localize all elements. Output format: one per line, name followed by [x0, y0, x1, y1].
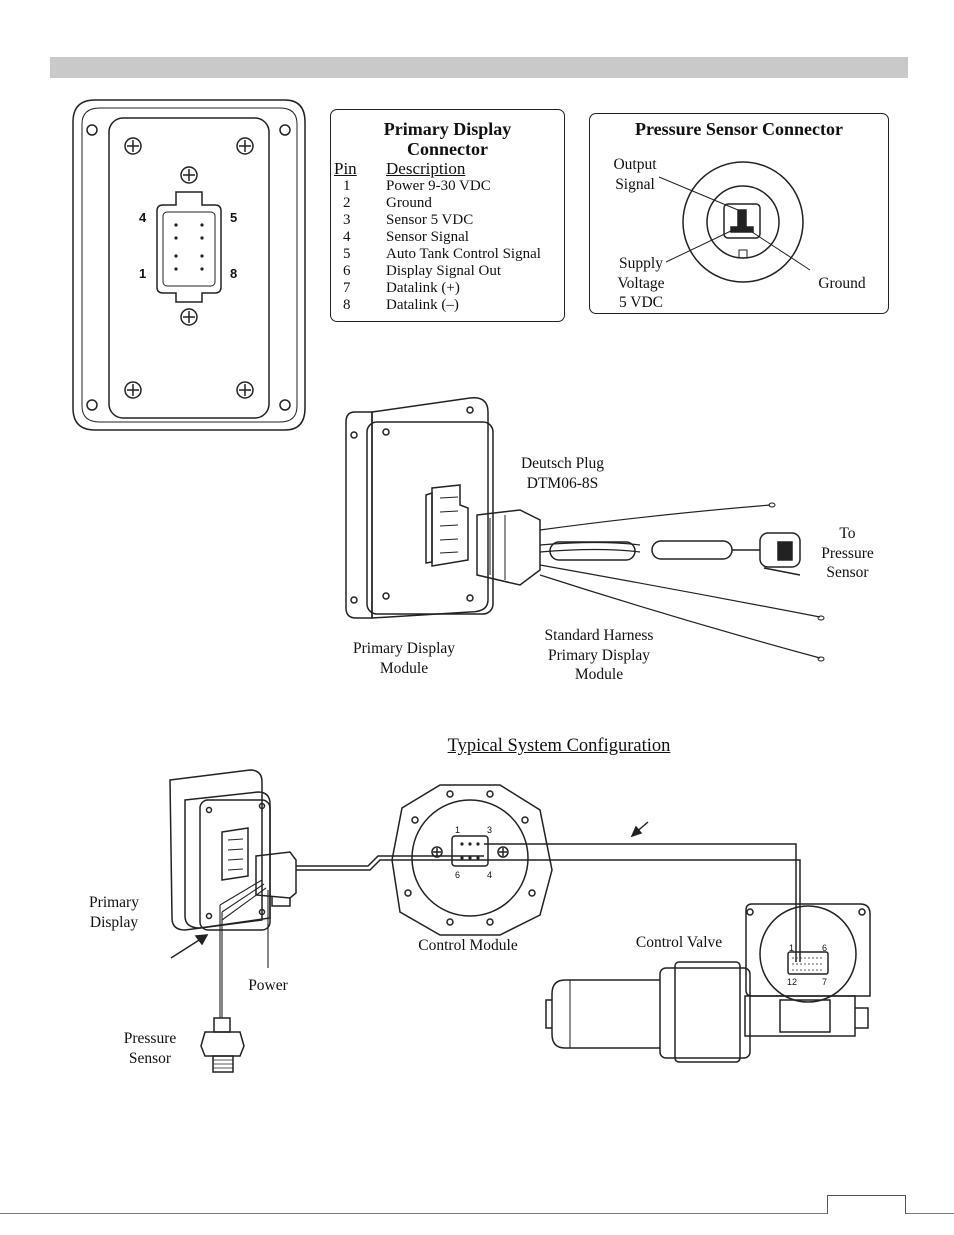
header-bar: [50, 57, 908, 78]
primary-display-module-label: Primary Display Module: [352, 640, 456, 677]
display-module-harness-illustration: [345, 397, 825, 662]
cv-pin-1: 1: [789, 943, 795, 953]
pin-number: 1: [343, 178, 351, 194]
pin-description: Display Signal Out: [386, 263, 501, 279]
pin-description: Datalink (–): [386, 297, 459, 313]
cv-pin-6: 6: [822, 943, 828, 953]
pressure-sensor-device: [200, 1017, 245, 1073]
pin-description: Sensor Signal: [386, 229, 469, 245]
ground-label: Ground: [818, 275, 866, 292]
control-module-device: [391, 784, 553, 936]
primary-connector-table: Primary Display Connector Pin Descriptio…: [330, 109, 565, 322]
cm-pin-3: 3: [487, 825, 493, 835]
screw-icon: [431, 846, 443, 858]
cm-pin-4: 4: [487, 870, 493, 880]
module-pin-5-label: 5: [230, 210, 238, 225]
cv-pin-12: 12: [787, 977, 798, 987]
screw-icon: [124, 381, 142, 399]
primary-display-label: Primary Display: [89, 894, 139, 931]
system-configuration-illustration: [169, 769, 871, 1073]
module-back-plate: [72, 99, 306, 431]
pressure-connector-title: Pressure Sensor Connector: [635, 119, 843, 139]
pin-number: 6: [343, 263, 351, 279]
pressure-plug-end: [759, 532, 801, 576]
cv-pin-7: 7: [822, 977, 828, 987]
screw-icon: [236, 381, 254, 399]
pressure-connector-box: Pressure Sensor Connector: [589, 113, 889, 314]
cm-pin-6: 6: [455, 870, 461, 880]
pin-number: 5: [343, 246, 351, 262]
pin-description: Auto Tank Control Signal: [386, 246, 541, 262]
pressure-sensor-label: Pressure Sensor: [123, 1030, 177, 1067]
module-pin-8-label: 8: [230, 266, 238, 281]
output-signal-label: Output Signal: [613, 156, 657, 193]
page-number-tab: [827, 1195, 906, 1214]
control-valve-label: Control Valve: [635, 934, 723, 951]
pin-description: Power 9-30 VDC: [386, 178, 491, 194]
screw-icon: [180, 308, 198, 326]
screw-icon: [124, 137, 142, 155]
pin-description: Sensor 5 VDC: [386, 212, 474, 228]
footer-rule: [0, 1213, 954, 1214]
supply-voltage-label: Supply Voltage 5 VDC: [617, 255, 665, 311]
screw-icon: [497, 846, 509, 858]
screw-icon: [180, 166, 198, 184]
module-pin-1-label: 1: [139, 266, 147, 281]
screw-icon: [236, 137, 254, 155]
power-label: Power: [248, 977, 288, 994]
pin-number: 3: [343, 212, 351, 228]
deutsch-plug-label: Deutsch Plug DTM06-8S: [520, 455, 605, 492]
control-valve-device: [545, 903, 871, 1063]
standard-harness-label: Standard Harness Primary Display Module: [544, 627, 654, 683]
cm-pin-1: 1: [455, 825, 461, 835]
primary-connector-title: Primary Display Connector: [383, 119, 512, 159]
control-module-label: Control Module: [418, 937, 518, 954]
pin-number: 7: [343, 280, 351, 296]
pin-description: Datalink (+): [386, 280, 460, 296]
pin-number: 2: [343, 195, 351, 211]
description-column-header: Description: [386, 159, 466, 178]
module-pin-4-label: 4: [139, 210, 147, 225]
pin-number: 8: [343, 297, 351, 313]
system-configuration-title: Typical System Configuration: [447, 736, 671, 756]
pressure-connector-face: [658, 161, 811, 283]
pin-description: Ground: [386, 195, 432, 211]
pin-number: 4: [343, 229, 351, 245]
pin-column-header: Pin: [334, 159, 357, 178]
to-pressure-sensor-label: To Pressure Sensor: [821, 525, 874, 581]
